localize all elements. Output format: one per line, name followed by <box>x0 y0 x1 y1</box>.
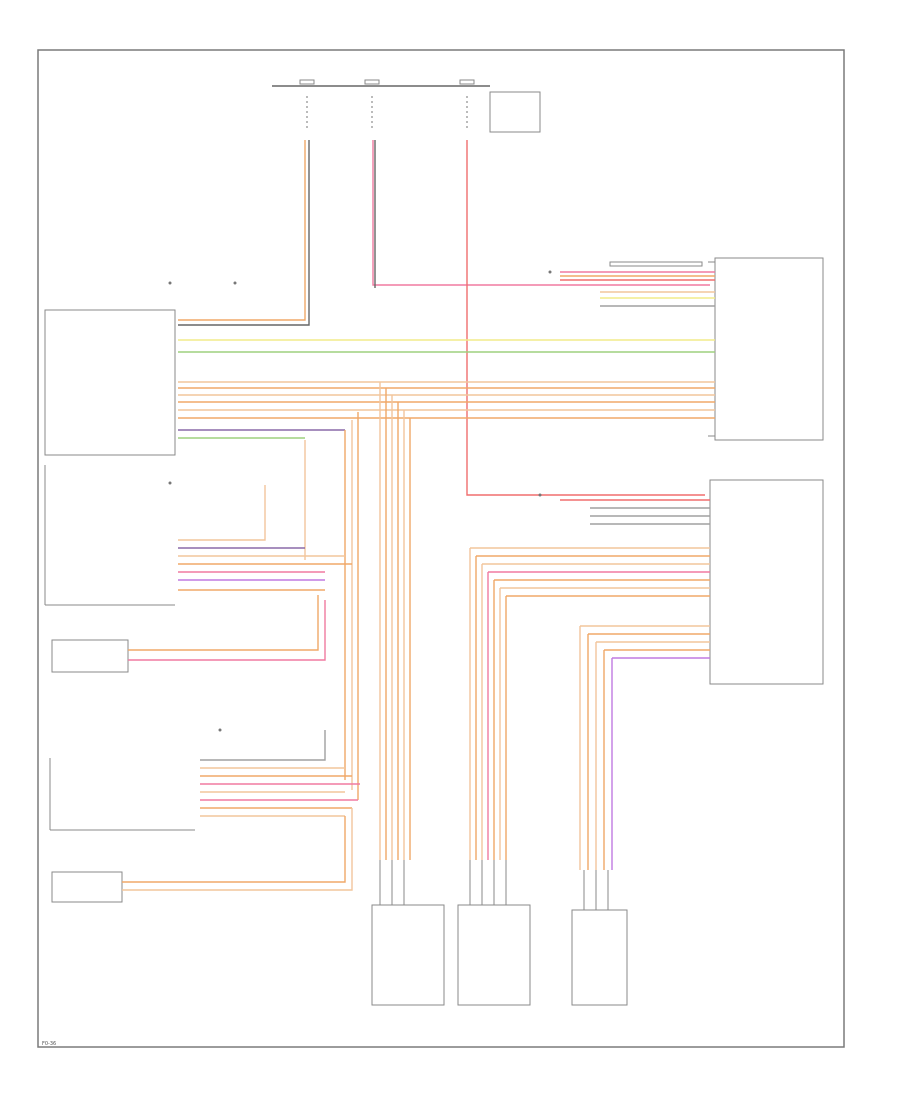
page-code: F0-36 <box>42 1041 56 1047</box>
feed-wire-1b <box>178 140 310 326</box>
vertical-bundle-driver <box>379 382 411 860</box>
feed-wire-3 <box>466 140 705 496</box>
fuse-icon <box>306 96 468 130</box>
passenger-top-wires <box>560 499 710 525</box>
driver-door-module <box>609 257 824 441</box>
passenger-door-module <box>709 479 824 685</box>
fuse-block <box>272 79 541 133</box>
connector-stubs <box>379 860 609 910</box>
left-seat-module <box>44 309 176 456</box>
vertical-bundle-middle <box>304 412 359 800</box>
passenger-bus-wires <box>469 547 710 860</box>
left-lower-module <box>44 465 352 606</box>
driver-bus-wires <box>178 381 715 439</box>
feed-wire-1 <box>178 140 306 321</box>
passenger-connector <box>457 904 531 1006</box>
passenger-side-connector <box>571 909 628 1006</box>
left-lower-module-2 <box>49 730 360 831</box>
feed-wire-2 <box>372 140 710 286</box>
rear-switch-left <box>51 595 326 673</box>
diagram-frame <box>37 49 845 1048</box>
switch-icon <box>168 270 552 732</box>
rear-switch-left-2 <box>51 808 353 903</box>
driver-connector <box>371 904 445 1006</box>
passenger-lower-wires <box>579 625 710 870</box>
